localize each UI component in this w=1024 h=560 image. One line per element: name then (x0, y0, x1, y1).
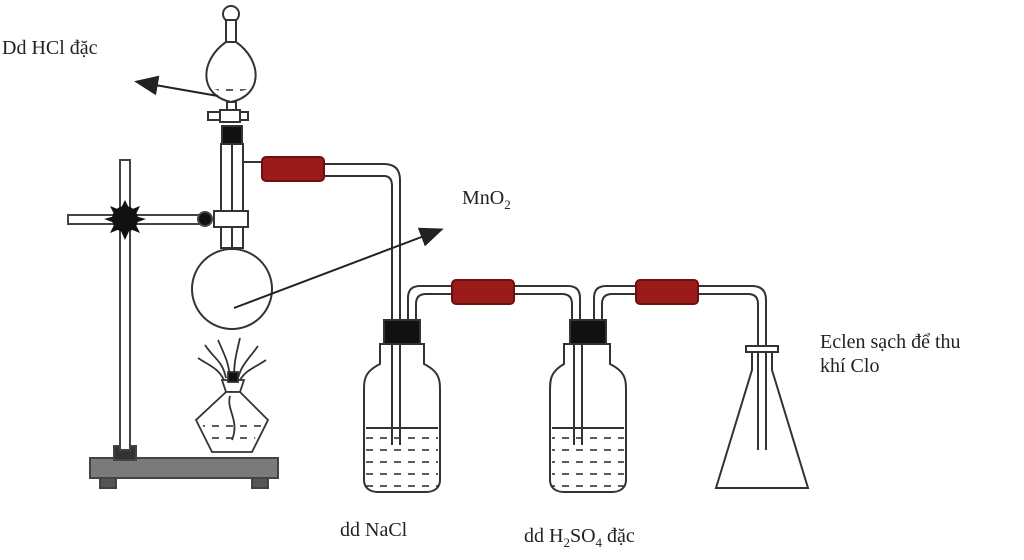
label-mno2-main: MnO (462, 187, 505, 209)
stand-foot-right (251, 477, 269, 489)
label-eclen-line1: Eclen sạch để thu (820, 331, 961, 353)
erlenmeyer-flask (714, 345, 810, 489)
label-mno2: MnO2 (462, 186, 511, 213)
bottle-stopper-h2so4 (569, 319, 607, 345)
rubber-tube-1 (261, 156, 325, 182)
spirit-lamp (194, 337, 270, 453)
label-h2so4-s1: 2 (563, 535, 570, 550)
label-eclen-line2: khí Clo (820, 355, 880, 377)
label-hcl: Dd HCl đặc (2, 37, 98, 59)
stand-rod (119, 159, 131, 451)
stand-foot-left (99, 477, 117, 489)
clamp-boss-icon (104, 200, 146, 240)
label-eclen: Eclen sạch để thu khí Clo (820, 330, 1010, 378)
label-h2so4-a: dd H (524, 525, 564, 547)
label-h2so4: dd H2SO4 đặc (524, 524, 635, 551)
delivery-tube-1 (261, 156, 401, 320)
rubber-tube-3 (635, 279, 699, 305)
bottle-stopper-nacl (383, 319, 421, 345)
label-mno2-sub: 2 (504, 197, 511, 212)
funnel-rubber-stopper (221, 125, 243, 145)
flask-clamp-ring (213, 210, 249, 228)
mno2-pointer-arrow (233, 227, 444, 309)
wash-bottle-h2so4 (549, 279, 767, 493)
rubber-tube-2 (451, 279, 515, 305)
round-bottom-flask (191, 143, 273, 330)
hcl-pointer-arrow (134, 75, 219, 97)
stand-base (89, 457, 279, 479)
flask-bulb (191, 248, 273, 330)
retort-stand (67, 159, 279, 489)
wash-bottle-nacl (363, 279, 581, 493)
separatory-funnel (204, 5, 258, 145)
clamp-knob (197, 211, 213, 227)
label-h2so4-s2: 4 (595, 535, 603, 550)
label-nacl: dd NaCl (340, 519, 408, 541)
label-h2so4-b: SO (569, 525, 596, 547)
label-h2so4-c: đặc (602, 525, 635, 547)
